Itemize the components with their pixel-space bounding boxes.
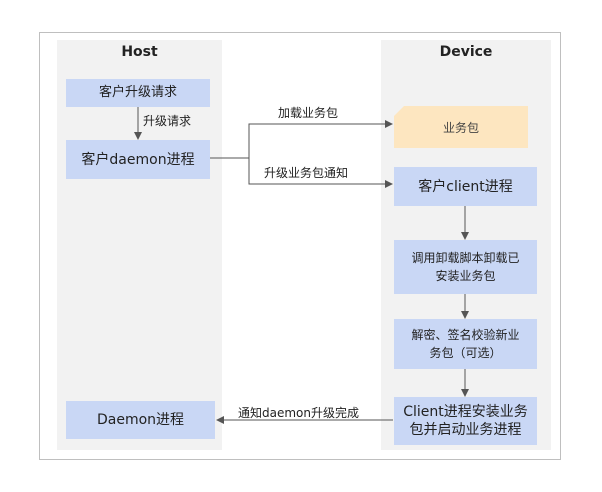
lane-device-title: Device: [439, 44, 493, 60]
node-decrypt-verify: 解密、签名校验新业务包（可选）: [394, 319, 537, 369]
node-business-package-label: 业务包: [442, 120, 479, 135]
node-client-process: 客户client进程: [394, 167, 537, 206]
node-uninstall-script: 调用卸载脚本卸载已安装业务包: [394, 240, 537, 294]
edge-label-load-package: 加载业务包: [278, 106, 339, 120]
edge-daemon-branch: [210, 120, 393, 159]
edge-label-upgrade-request: 升级请求: [143, 114, 192, 128]
edge-notify-upgrade: [248, 158, 393, 188]
lane-host: Host: [57, 40, 222, 450]
node-upgrade-request: 客户升级请求: [66, 79, 210, 107]
node-daemon-process: 客户daemon进程: [66, 140, 210, 179]
node-install-start: Client进程安装业务包并启动业务进程: [394, 397, 537, 445]
document-icon: [394, 106, 528, 148]
node-business-package: 业务包: [394, 106, 528, 148]
node-daemon-result: Daemon进程: [66, 401, 215, 439]
edge-label-notify-upgrade: 升级业务包通知: [264, 166, 349, 180]
edge-label-notify-daemon: 通知daemon升级完成: [238, 406, 359, 420]
lane-host-title: Host: [121, 44, 158, 60]
